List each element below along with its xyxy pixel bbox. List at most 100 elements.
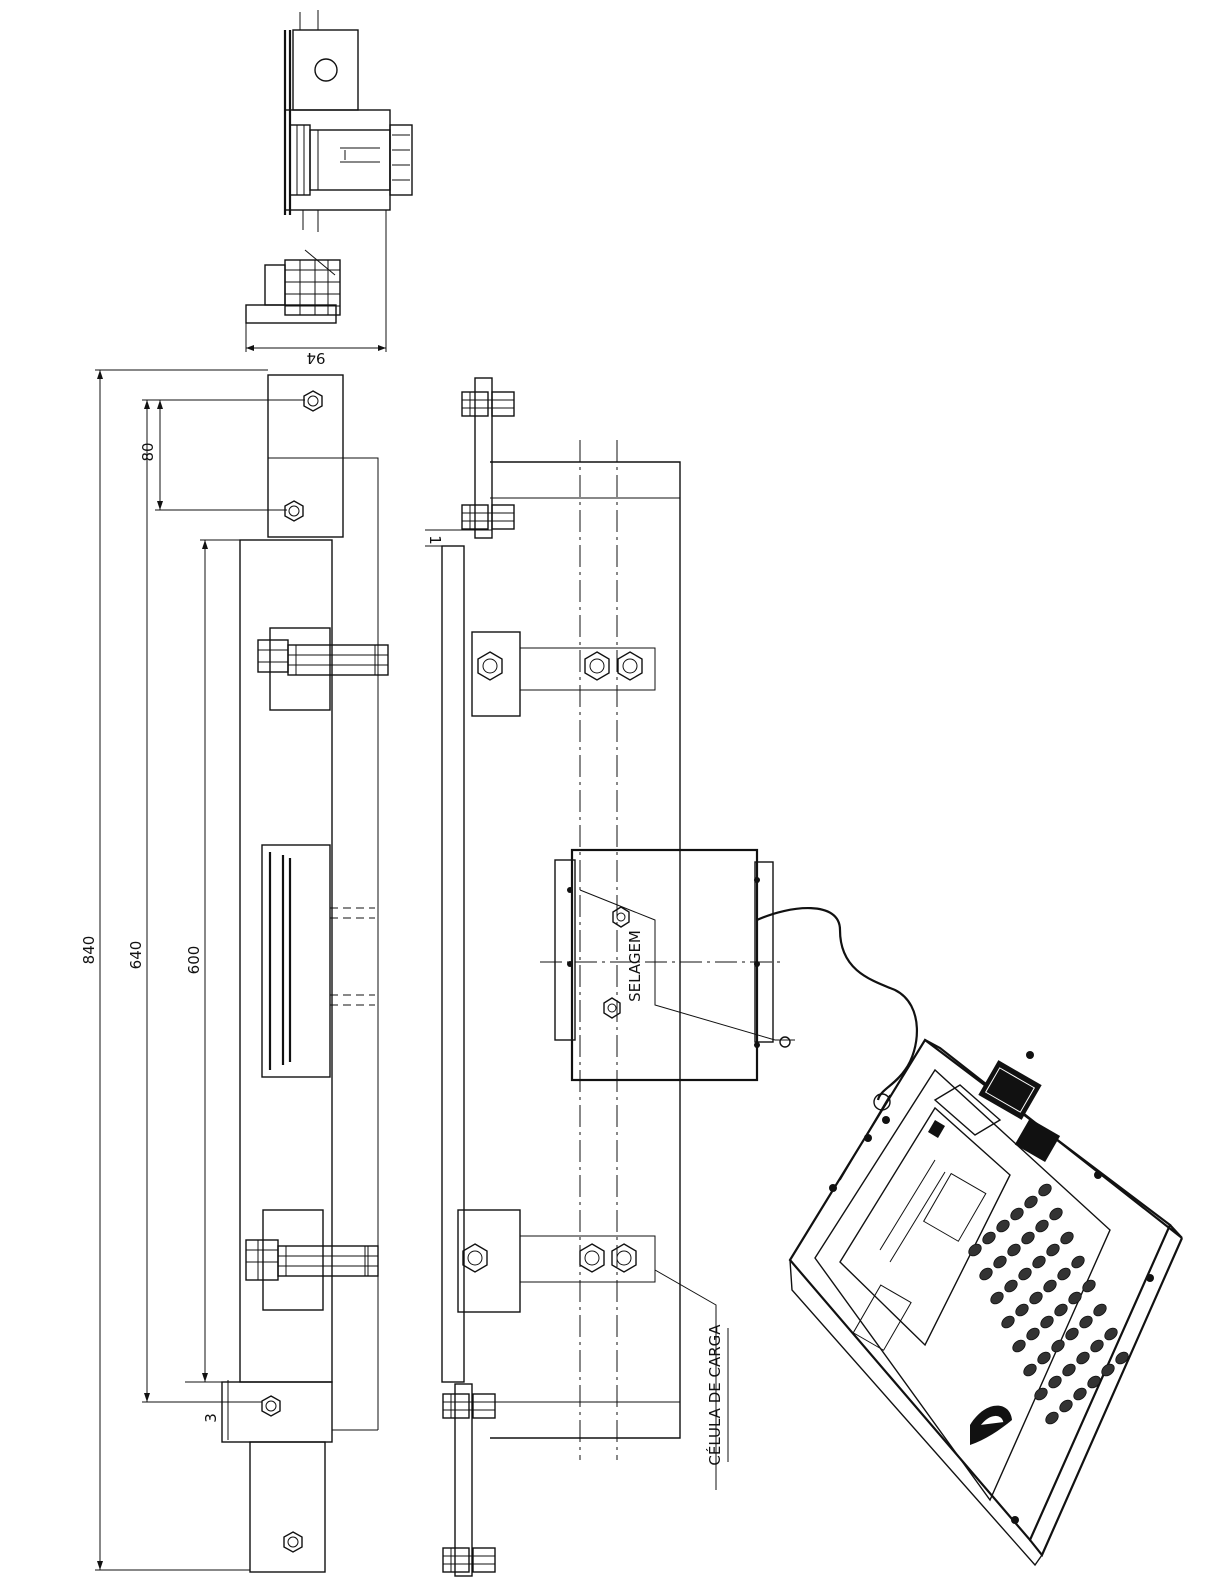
bolt-icon bbox=[442, 1547, 496, 1573]
nut-icon bbox=[303, 390, 323, 412]
cable bbox=[756, 906, 919, 1101]
side-view-bolt-upper bbox=[289, 124, 413, 196]
keypad-key bbox=[1071, 1255, 1085, 1269]
dimension-600-label: 600 bbox=[185, 946, 203, 975]
keypad-key bbox=[1060, 1231, 1074, 1245]
dimension-3: 3 bbox=[202, 1380, 229, 1440]
keypad-key bbox=[1040, 1315, 1054, 1329]
keypad-key bbox=[968, 1243, 982, 1257]
keypad-key bbox=[1076, 1351, 1090, 1365]
dimension-600: 600 bbox=[185, 539, 240, 1383]
dimension-3-label: 3 bbox=[202, 1413, 220, 1423]
beam-top-view: 840 640 80 600 3 bbox=[80, 369, 389, 1573]
keypad-key bbox=[1032, 1255, 1046, 1269]
keypad-key bbox=[1023, 1363, 1037, 1377]
keypad-key bbox=[1082, 1279, 1096, 1293]
load-cell-label: CÉLULA DE CARGA bbox=[705, 1324, 724, 1466]
bolt-assembly-lower bbox=[245, 1209, 379, 1311]
weighing-indicator bbox=[788, 1038, 1184, 1567]
keypad-key bbox=[1038, 1183, 1052, 1197]
keypad-key bbox=[1037, 1351, 1051, 1365]
keypad-key bbox=[1001, 1315, 1015, 1329]
nut-icon bbox=[284, 500, 304, 522]
keypad-key bbox=[1054, 1303, 1068, 1317]
keypad-key bbox=[1015, 1303, 1029, 1317]
keypad-key bbox=[1090, 1339, 1104, 1353]
keypad-key bbox=[1079, 1315, 1093, 1329]
nut-icon bbox=[261, 1395, 281, 1417]
junction-box: SELAGEM bbox=[540, 848, 795, 1082]
keypad-key bbox=[1012, 1339, 1026, 1353]
bolt-icon bbox=[461, 504, 515, 530]
keypad-key bbox=[982, 1231, 996, 1245]
keypad-key bbox=[1062, 1363, 1076, 1377]
bolt-assembly-upper bbox=[257, 627, 389, 711]
beam-bottom-view: 1 CÉLULA DE CARGA bbox=[425, 377, 729, 1577]
load-cell-upper bbox=[471, 631, 656, 717]
dimension-94: 94 bbox=[245, 210, 387, 367]
side-view: 94 bbox=[245, 10, 413, 367]
keypad-key bbox=[1045, 1411, 1059, 1425]
mount-block-left bbox=[249, 1441, 326, 1573]
bolt-icon bbox=[461, 391, 515, 417]
keypad-key bbox=[979, 1267, 993, 1281]
selagem-label: SELAGEM bbox=[626, 930, 644, 1002]
keypad-key bbox=[1093, 1303, 1107, 1317]
dimension-640-label: 640 bbox=[127, 941, 145, 970]
indicator-side-plates bbox=[978, 1060, 1061, 1162]
bolt-icon bbox=[442, 1393, 496, 1419]
beam-channel bbox=[261, 844, 375, 1078]
keypad-key bbox=[1104, 1327, 1118, 1341]
beam-plate bbox=[441, 545, 465, 1383]
side-view-hole bbox=[314, 58, 338, 82]
keypad-key bbox=[1068, 1291, 1082, 1305]
nut-icon bbox=[612, 906, 630, 928]
keypad-key bbox=[1049, 1207, 1063, 1221]
dimension-640: 640 bbox=[127, 399, 305, 1403]
keypad-key bbox=[1057, 1267, 1071, 1281]
indicator-front-panel bbox=[814, 1068, 1111, 1502]
keypad-key bbox=[1059, 1399, 1073, 1413]
dimension-840: 840 bbox=[80, 369, 268, 1571]
indicator-housing bbox=[788, 1038, 1172, 1543]
keypad-key bbox=[1026, 1327, 1040, 1341]
keypad-key bbox=[1018, 1267, 1032, 1281]
keypad-key bbox=[990, 1291, 1004, 1305]
dimension-1: 1 bbox=[425, 529, 492, 547]
keypad-key bbox=[1065, 1327, 1079, 1341]
cable-connector bbox=[829, 1093, 891, 1192]
dimension-80-label: 80 bbox=[139, 442, 157, 461]
keypad-key bbox=[1046, 1243, 1060, 1257]
keypad-key bbox=[1073, 1387, 1087, 1401]
keypad-key bbox=[1048, 1375, 1062, 1389]
side-view-mount-plate bbox=[292, 29, 359, 111]
keypad-key bbox=[1115, 1351, 1129, 1365]
indicator-keypad bbox=[968, 1183, 1129, 1425]
keypad-key bbox=[1010, 1207, 1024, 1221]
indicator-logo bbox=[970, 1405, 1012, 1445]
keypad-key bbox=[996, 1219, 1010, 1233]
seal-icon bbox=[775, 1036, 795, 1048]
keypad-key bbox=[1043, 1279, 1057, 1293]
keypad-key bbox=[1007, 1243, 1021, 1257]
keypad-key bbox=[1101, 1363, 1115, 1377]
keypad-key bbox=[1087, 1375, 1101, 1389]
dimension-80: 80 bbox=[139, 400, 287, 511]
keypad-key bbox=[1034, 1387, 1048, 1401]
dimension-1-label: 1 bbox=[426, 535, 444, 545]
keypad-key bbox=[1051, 1339, 1065, 1353]
load-cell-leader bbox=[654, 1269, 717, 1490]
junction-box-body bbox=[570, 848, 759, 1082]
dimension-840-label: 840 bbox=[80, 936, 98, 965]
keypad-key bbox=[1024, 1195, 1038, 1209]
dimension-94-label: 94 bbox=[306, 349, 325, 367]
indicator-display bbox=[839, 1106, 1011, 1351]
nut-icon bbox=[283, 1531, 303, 1553]
side-view-base bbox=[245, 304, 337, 324]
load-cell-lower bbox=[457, 1209, 656, 1313]
nut-icon bbox=[603, 997, 621, 1019]
keypad-key bbox=[993, 1255, 1007, 1269]
keypad-key bbox=[1021, 1231, 1035, 1245]
keypad-key bbox=[1035, 1219, 1049, 1233]
